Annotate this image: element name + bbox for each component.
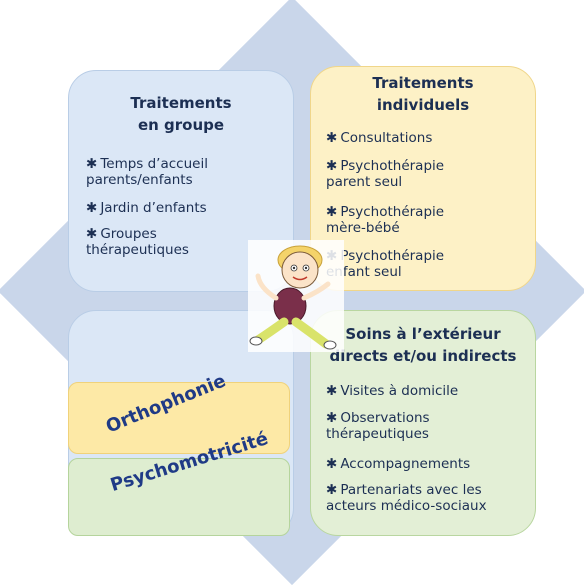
group-item-text: Groupes: [100, 226, 157, 242]
speech-therapy-band: [68, 382, 290, 454]
asterisk-icon: ✱: [86, 156, 98, 172]
group-item-text: Temps d’accueil: [100, 156, 208, 172]
individual-title-line1: Traitements: [372, 74, 474, 92]
arm-left: [255, 273, 279, 301]
group-title-line1: Traitements: [130, 94, 232, 112]
outside-item-text: Visites à domicile: [340, 383, 459, 399]
group-item-text-2: parents/enfants: [86, 172, 193, 188]
outside-item: ✱Observations thérapeutiques: [326, 410, 430, 442]
body-shape: [273, 287, 307, 325]
asterisk-icon: ✱: [86, 226, 98, 242]
outside-item-text: Observations: [340, 410, 430, 426]
individual-item-text: Psychothérapie: [340, 248, 445, 264]
outside-item: ✱Visites à domicile: [326, 383, 458, 399]
shoe-right: [323, 340, 337, 350]
child-illustration: [248, 240, 344, 352]
asterisk-icon: ✱: [326, 204, 338, 220]
individual-title-line2: individuels: [376, 96, 470, 114]
individual-item-text: Psychothérapie: [340, 204, 445, 220]
shoe-left: [249, 336, 263, 346]
outside-title-line1: Soins à l’extérieur: [345, 325, 501, 343]
outside-item-text: Partenariats avec les: [340, 482, 482, 498]
arm-right: [301, 281, 331, 301]
individual-item-text: Psychothérapie: [340, 158, 445, 174]
individual-item: ✱Consultations: [326, 130, 432, 146]
asterisk-icon: ✱: [326, 456, 338, 472]
smile-shape: [292, 276, 308, 281]
individual-item: ✱Psychothérapie mère-bébé: [326, 204, 444, 236]
group-item: ✱Temps d’accueil parents/enfants: [86, 156, 208, 188]
individual-item-text: Consultations: [340, 130, 433, 146]
group-item: ✱Groupes thérapeutiques: [86, 226, 189, 258]
outside-care-box: [310, 310, 536, 536]
individual-item-text-2: parent seul: [326, 174, 403, 190]
individual-treatments-box: [310, 66, 536, 291]
outside-item: ✱Accompagnements: [326, 456, 470, 472]
group-item-text: Jardin d’enfants: [100, 200, 207, 216]
outside-title-line2: directs et/ou indirects: [329, 347, 517, 365]
pupil-right: [304, 266, 308, 270]
outside-item: ✱Partenariats avec les acteurs médico-so…: [326, 482, 487, 514]
individual-treatments-title: Traitements individuels: [310, 72, 536, 116]
asterisk-icon: ✱: [326, 482, 338, 498]
individual-item: ✱Psychothérapie parent seul: [326, 158, 444, 190]
group-item: ✱Jardin d’enfants: [86, 200, 207, 216]
leg-right: [291, 317, 331, 349]
asterisk-icon: ✱: [326, 130, 338, 146]
asterisk-icon: ✱: [86, 200, 98, 216]
group-treatments-title: Traitements en groupe: [68, 92, 294, 136]
outside-care-title: Soins à l’extérieur directs et/ou indire…: [310, 323, 536, 367]
head-shape: [281, 251, 319, 289]
group-item-text-2: thérapeutiques: [86, 242, 189, 258]
pupil-left: [292, 266, 296, 270]
individual-item-text-2: enfant seul: [326, 264, 402, 280]
outside-item-text-2: thérapeutiques: [326, 426, 429, 442]
asterisk-icon: ✱: [326, 158, 338, 174]
asterisk-icon: ✱: [326, 410, 338, 426]
psychomotor-band: [68, 458, 290, 536]
group-title-line2: en groupe: [137, 116, 225, 134]
asterisk-icon: ✱: [326, 383, 338, 399]
outside-item-text-2: acteurs médico-sociaux: [326, 498, 487, 514]
individual-item-text-2: mère-bébé: [326, 220, 400, 236]
outside-item-text: Accompagnements: [340, 456, 471, 472]
